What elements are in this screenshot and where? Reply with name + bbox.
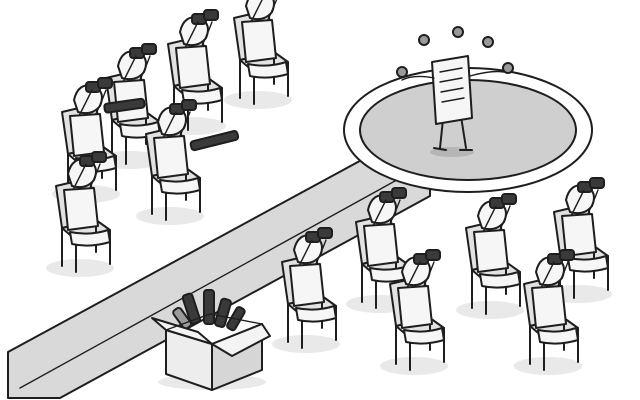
box-of-binoculars-icon [151,289,271,391]
audience-seat [135,99,240,226]
audience-seat [455,193,525,320]
round-stage [343,67,593,193]
juggling-ball-icon [396,26,514,78]
audience-seat [51,77,146,204]
left-audience-group [45,0,293,278]
audience-seat [223,0,293,110]
document-character-icon [396,26,514,157]
